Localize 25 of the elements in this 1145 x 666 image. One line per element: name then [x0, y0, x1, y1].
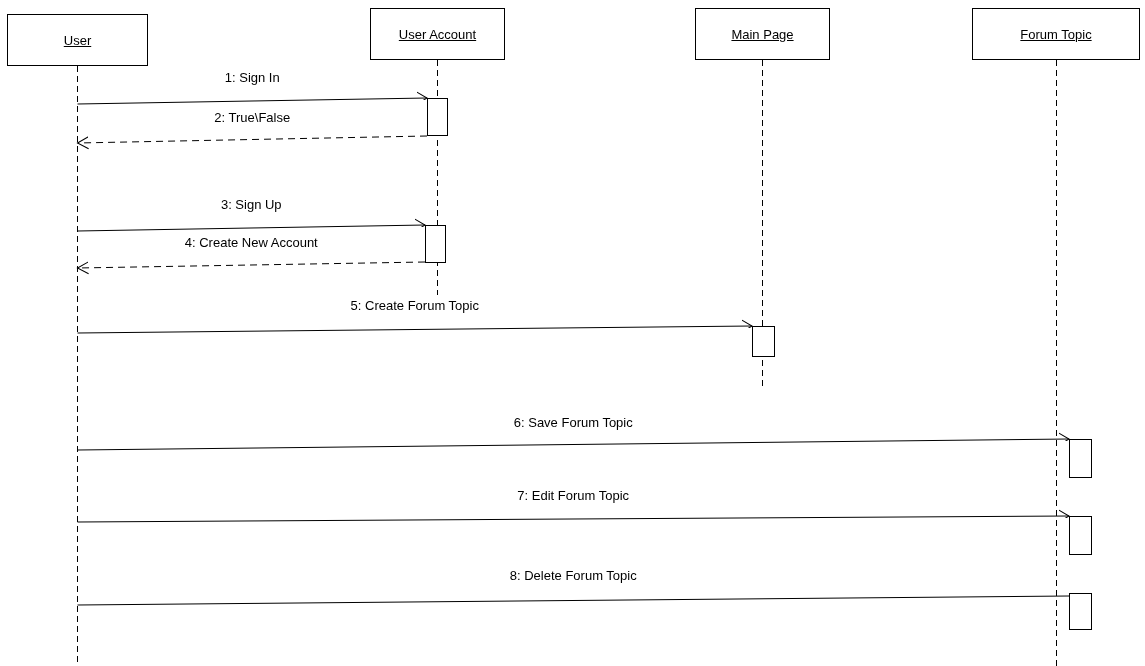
activation-bar: [1069, 516, 1092, 555]
activation-bar: [1069, 439, 1092, 478]
return-message-arrow: [77, 261, 426, 275]
activation-bar: [1069, 593, 1092, 630]
message-arrow: [77, 432, 1070, 451]
return-message-arrow: [77, 135, 428, 150]
participant-box: User: [7, 14, 148, 66]
participant-box: Main Page: [695, 8, 830, 60]
message-label: 3: Sign Up: [220, 197, 282, 212]
activation-bar: [427, 98, 448, 136]
message-arrow: [77, 319, 753, 334]
message-arrow: [77, 218, 426, 232]
message-arrow: [77, 509, 1070, 523]
message-label: 7: Edit Forum Topic: [517, 488, 630, 503]
message-label: 8: Delete Forum Topic: [509, 568, 637, 583]
message-label: 6: Save Forum Topic: [513, 415, 633, 430]
activation-bar: [752, 326, 775, 357]
message-label: 4: Create New Account: [184, 235, 318, 250]
message-label: 5: Create Forum Topic: [350, 298, 479, 313]
message-label: 2: True\False: [214, 110, 291, 125]
participant-box: User Account: [370, 8, 505, 60]
participant-box: Forum Topic: [972, 8, 1140, 60]
message-label: 1: Sign In: [224, 70, 280, 85]
message-arrow: [77, 91, 428, 105]
activation-bar: [425, 225, 446, 263]
